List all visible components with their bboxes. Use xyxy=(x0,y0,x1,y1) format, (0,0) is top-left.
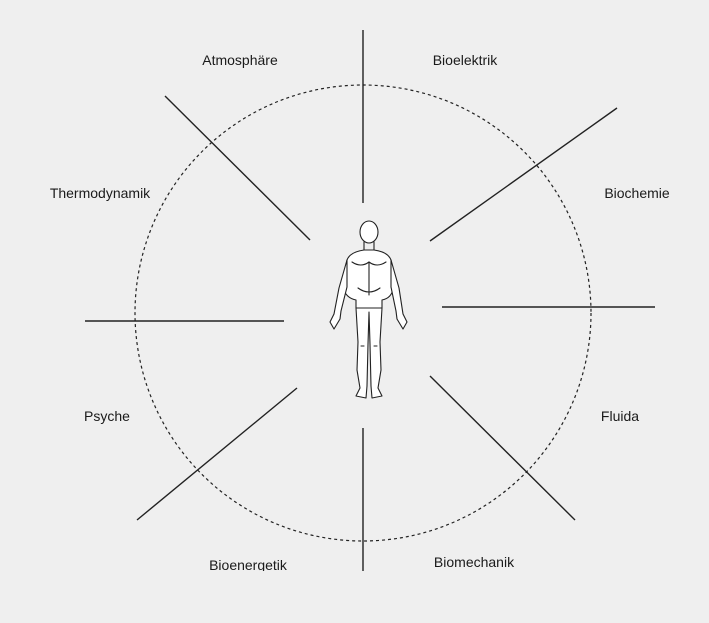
label-bioelektrik: Bioelektrik xyxy=(433,52,498,68)
radial-line-bottom-right xyxy=(430,376,575,520)
label-fluida: Fluida xyxy=(601,408,639,424)
label-biochemie: Biochemie xyxy=(604,185,669,201)
label-psyche: Psyche xyxy=(84,408,130,424)
label-biomechanik: Biomechanik xyxy=(434,554,514,570)
bottom-band xyxy=(0,571,709,623)
radial-line-bottom-left xyxy=(137,388,297,520)
label-atmosphaere: Atmosphäre xyxy=(202,52,277,68)
human-figure-icon xyxy=(330,221,407,398)
label-thermodynamik: Thermodynamik xyxy=(50,185,150,201)
radial-line-top-right xyxy=(430,108,617,241)
